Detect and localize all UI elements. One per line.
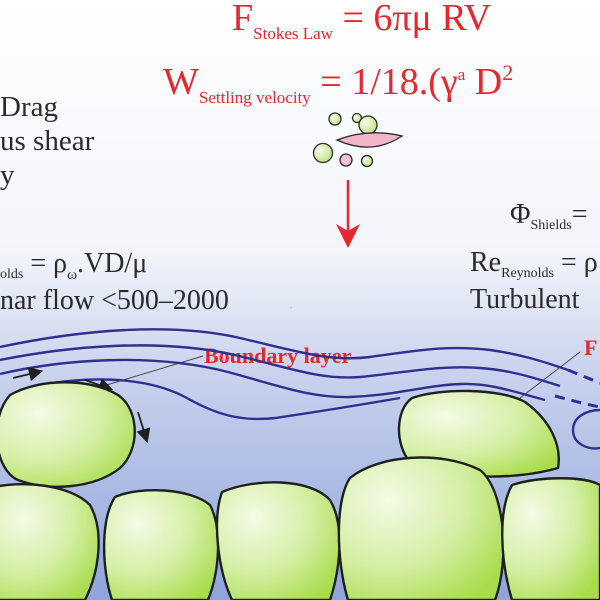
- grain-top-right: [397, 389, 560, 478]
- shields-rhs: =: [572, 199, 588, 230]
- settling-rhs-pre: = 1/18.(γ: [311, 61, 458, 103]
- left-y-text: y: [0, 159, 15, 191]
- right-f-leader: [519, 351, 581, 399]
- particle-small-3: [339, 153, 353, 167]
- right-f-label: F: [584, 335, 597, 360]
- flow-arrow-2: [84, 378, 114, 392]
- grain-top-left: [0, 381, 136, 488]
- stokes-symbol: F: [232, 0, 253, 39]
- grain-bottom-4: [337, 456, 505, 600]
- boundary-layer-leader: [99, 355, 204, 388]
- left-shear-text: us shear: [0, 125, 95, 157]
- grain-bottom-5: [501, 477, 600, 600]
- settling-rhs-post: D: [465, 61, 502, 103]
- stokes-subscript: Stokes Law: [253, 24, 334, 43]
- grain-bottom-2: [102, 489, 220, 600]
- settling-symbol: W: [163, 61, 199, 103]
- streamline-3: [0, 358, 546, 402]
- flow-arrow-1: [12, 367, 44, 382]
- shields-sub: Shields: [530, 218, 571, 233]
- sediment-grains: [0, 381, 600, 600]
- stokes-law-equation: FStokes Law = 6πμ RV: [232, 0, 492, 43]
- settling-rhs-sup: a: [458, 65, 466, 84]
- right-reynolds-sub: Reynolds: [501, 266, 554, 281]
- tiny-mark: •: [290, 306, 292, 312]
- eddy-loop: [571, 408, 600, 450]
- grain-bottom-3: [215, 481, 341, 600]
- settling-arrow: [336, 180, 360, 248]
- streamline-1: [0, 328, 569, 372]
- left-reynolds-rhs-pre: = ρ: [23, 248, 67, 279]
- grain-bottom-1: [0, 483, 100, 600]
- laminar-flow-text: nar flow <500–2000: [0, 285, 229, 316]
- flow-arrow-3: [136, 411, 151, 444]
- settling-rhs-sup2: 2: [502, 60, 513, 85]
- flow-arrows: [12, 367, 151, 444]
- particle-small-4: [360, 154, 374, 168]
- settling-particles: [312, 112, 404, 168]
- left-drag-text: Drag: [0, 91, 58, 123]
- particle-large-2: [312, 142, 334, 164]
- streamline-2: [0, 344, 561, 388]
- particle-small-1: [328, 112, 342, 126]
- left-reynolds-sub: olds: [0, 267, 23, 282]
- particle-lens: [335, 132, 404, 148]
- right-reynolds-symbol: Re: [470, 247, 501, 278]
- stokes-rhs: = 6πμ RV: [333, 0, 492, 39]
- left-reynolds-rhs-post: .VD/μ: [77, 248, 147, 279]
- settling-subscript: Settling velocity: [199, 88, 311, 107]
- right-reynolds-equation: ReReynolds = ρ: [470, 247, 598, 281]
- left-reynolds-rhs-sub: ω: [67, 267, 77, 283]
- left-reynolds-equation: olds = ρω.VD/μ: [0, 248, 147, 283]
- settling-velocity-equation: WSettling velocity = 1/18.(γa D2: [163, 60, 513, 107]
- dashed-streamlines: [554, 368, 600, 409]
- shields-symbol: Φ: [510, 199, 530, 230]
- turbulent-text: Turbulent: [470, 284, 580, 315]
- right-reynolds-rhs: = ρ: [554, 247, 598, 278]
- particle-large-1: [358, 115, 378, 135]
- shields-equation: ΦShields=: [510, 199, 588, 233]
